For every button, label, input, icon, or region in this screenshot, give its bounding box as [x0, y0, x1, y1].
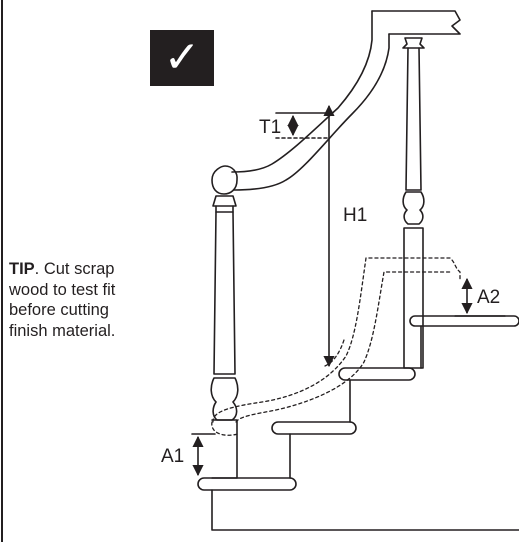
approved-badge: ✓	[150, 30, 214, 86]
handrail-inner-edge	[233, 33, 390, 191]
t1-label: T1	[259, 117, 281, 138]
right-baluster-shaft-top	[405, 47, 422, 191]
tread-upper	[409, 315, 519, 327]
tread-middle	[338, 367, 416, 381]
tip-line-3: before cutting	[9, 301, 109, 319]
page-border-line	[1, 0, 3, 542]
tip-note: TIP. Cut scrap wood to test fit before c…	[9, 259, 179, 341]
left-baluster-collar	[212, 195, 237, 207]
tip-line-4: finish material.	[9, 321, 116, 340]
projected-rail-outer	[212, 257, 461, 423]
newel-cap	[211, 165, 238, 195]
handrail-outer-edge	[231, 10, 373, 173]
tip-line-2: wood to test fit	[9, 280, 116, 299]
stringer-bottom-line	[211, 489, 519, 531]
checkmark-icon: ✓	[163, 32, 201, 83]
a1-label: A1	[161, 446, 184, 467]
a2-label: A2	[477, 287, 500, 308]
right-baluster-vase	[402, 191, 425, 225]
projected-rail-inner	[235, 271, 453, 423]
tread-lower	[271, 421, 357, 435]
left-baluster-vase	[210, 377, 239, 421]
left-baluster-base	[211, 419, 238, 479]
h1-label: H1	[343, 205, 367, 226]
left-baluster-shaft	[213, 211, 236, 375]
right-baluster-base	[403, 227, 424, 369]
projected-rail-end	[211, 421, 239, 436]
tip-line-1: . Cut scrap	[34, 260, 115, 278]
left-baluster-neck	[215, 205, 234, 213]
right-baluster-cap	[402, 37, 425, 49]
upper-rail-top-edge	[371, 10, 461, 35]
tip-label: TIP	[9, 260, 35, 278]
tread-bottom	[197, 477, 297, 491]
